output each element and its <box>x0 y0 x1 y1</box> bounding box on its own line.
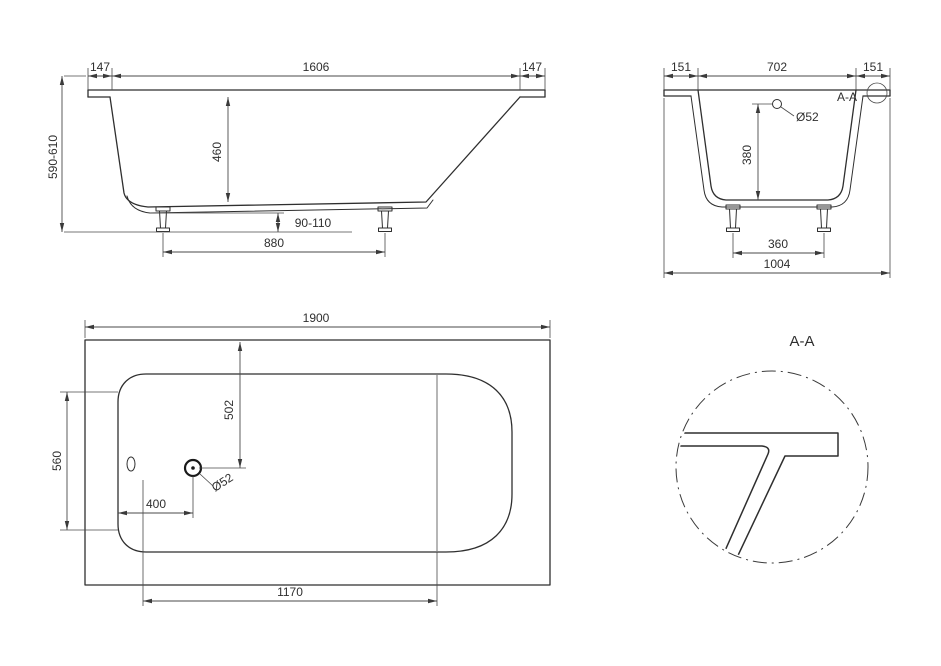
end-view: 151 702 151 A-A Ø52 380 360 1004 <box>663 60 891 278</box>
side-height-dimension: 590-610 <box>46 75 86 232</box>
dim-side-flange-left: 147 <box>90 60 110 74</box>
end-foot-right <box>816 204 832 232</box>
plan-length-dimension: 1900 <box>84 311 551 338</box>
dim-side-inner-depth: 460 <box>210 142 224 162</box>
dim-end-drain-height: 380 <box>740 145 754 165</box>
side-foot-spacing-dimension: 880 <box>162 233 386 257</box>
plan-view: 1900 560 502 Ø52 400 1170 <box>50 311 551 606</box>
dim-end-rim-opening: 702 <box>767 60 787 74</box>
plan-drain-length-dimension: 502 <box>199 342 246 469</box>
dim-end-flange-right: 151 <box>863 60 883 74</box>
side-foot-height-dimension: 90-110 <box>150 212 332 232</box>
side-top-dimensions: 147 1606 147 <box>87 60 546 90</box>
end-view-outline <box>663 82 891 208</box>
dim-plan-bottom-width: 560 <box>50 451 64 471</box>
dim-end-overall-width: 1004 <box>764 257 791 271</box>
detail-boundary-circle <box>675 370 869 564</box>
dim-side-flange-right: 147 <box>522 60 542 74</box>
side-foot-left <box>155 206 171 232</box>
detail-title: A-A <box>789 333 814 350</box>
dim-end-drain-diameter: Ø52 <box>796 110 819 124</box>
plan-outer-rim <box>84 339 551 586</box>
dim-plan-bottom-length: 1170 <box>277 585 303 599</box>
side-depth-dimension: 460 <box>210 97 231 202</box>
rim-profile <box>678 432 839 561</box>
drain <box>183 458 203 478</box>
side-view-outline <box>87 89 546 214</box>
plan-width-dimension: 560 <box>50 391 118 531</box>
overflow-hole <box>772 99 782 109</box>
section-detail-circle <box>866 82 888 104</box>
end-foot-left <box>725 204 741 232</box>
end-foot-spacing-dimension: 360 <box>732 233 825 258</box>
section-label: A-A <box>837 90 857 104</box>
end-drain-height-dimension: 380 <box>740 103 772 200</box>
dim-plan-drain-diameter: Ø52 <box>209 470 236 494</box>
dim-side-overall-height: 590-610 <box>46 135 60 179</box>
dim-plan-drain-from-side: 400 <box>146 497 166 511</box>
dim-side-foot-height: 90-110 <box>295 216 332 230</box>
dim-side-foot-spacing: 880 <box>264 236 284 250</box>
end-drain-label: Ø52 <box>780 106 819 124</box>
dim-plan-overall-length: 1900 <box>303 311 330 325</box>
plan-drain-label: Ø52 <box>199 470 236 495</box>
end-width-dimension: 1004 <box>663 98 891 278</box>
detail-view: A-A <box>675 333 869 564</box>
dim-end-flange-left: 151 <box>671 60 691 74</box>
plan-inner-basin <box>117 373 513 553</box>
end-top-dimensions: 151 702 151 <box>663 60 891 90</box>
side-foot-right <box>377 206 393 232</box>
side-view: 147 1606 147 590-610 460 90-110 880 <box>46 60 546 257</box>
overflow-outline <box>126 456 136 472</box>
dim-plan-drain-from-end: 502 <box>222 400 236 420</box>
dim-end-foot-spacing: 360 <box>768 237 788 251</box>
plan-bottom-length-dimension: 1170 <box>142 480 438 606</box>
dim-side-rim-opening: 1606 <box>303 60 330 74</box>
plan-drain-side-dimension: 400 <box>118 476 194 518</box>
